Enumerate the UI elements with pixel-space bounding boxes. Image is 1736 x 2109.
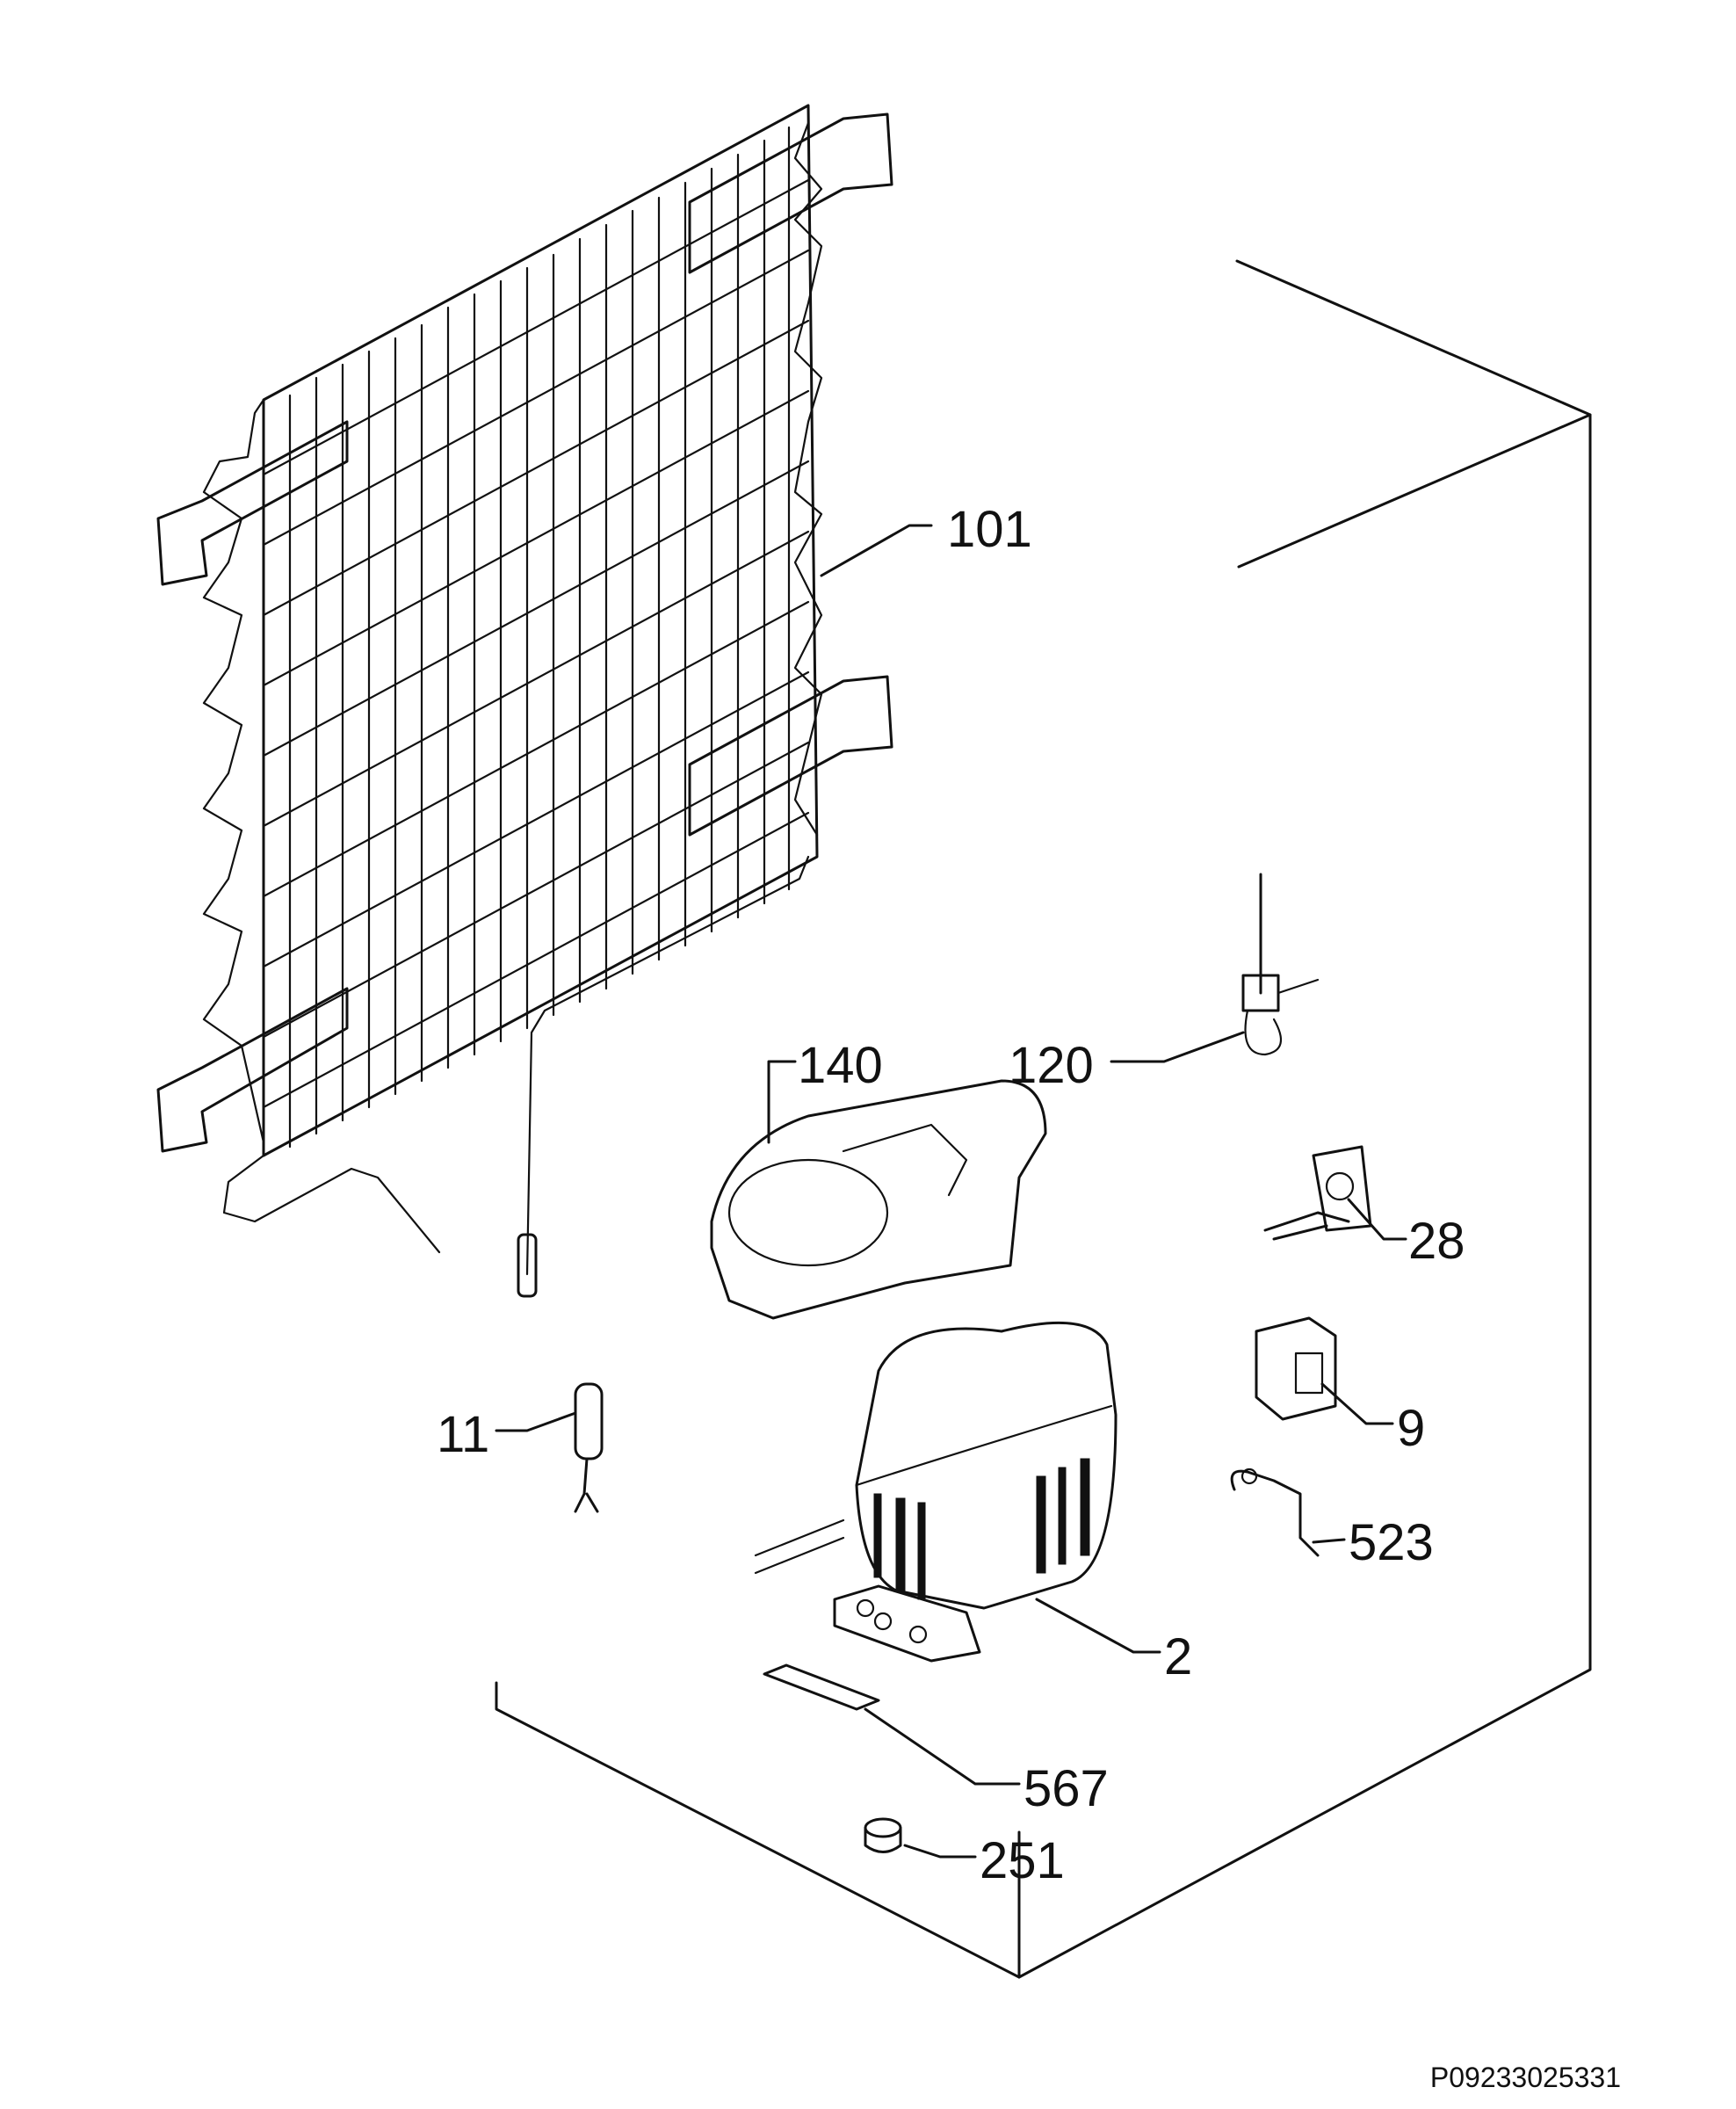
clamp-bracket: [1230, 1468, 1320, 1557]
relay-sensor: [1241, 873, 1320, 1056]
condenser-mounting-brackets: [156, 112, 893, 1153]
leader-lines: [495, 524, 1407, 1859]
label-140: 140: [798, 1037, 883, 1094]
mounting-plate: [763, 1663, 880, 1711]
label-251: 251: [980, 1832, 1065, 1889]
label-101: 101: [947, 501, 1032, 558]
label-120: 120: [1009, 1037, 1094, 1094]
label-9: 9: [1397, 1400, 1425, 1457]
compressor-cover: [710, 1079, 1047, 1320]
label-2: 2: [1164, 1628, 1192, 1685]
compressor-shading: [873, 1458, 1090, 1600]
rubber-grommet: [864, 1817, 902, 1853]
label-523: 523: [1349, 1514, 1434, 1571]
bracket-clip: [1263, 1145, 1372, 1241]
drier-filter: [574, 1382, 604, 1513]
diagram-code: P09233025331: [1430, 2062, 1621, 2093]
label-28: 28: [1408, 1213, 1465, 1270]
label-11: 11: [437, 1406, 489, 1463]
label-567: 567: [1024, 1760, 1109, 1817]
cabinet-outline: [495, 259, 1592, 1979]
condenser: [156, 104, 893, 1276]
compressor: [754, 1321, 1118, 1663]
relay: [1255, 1316, 1337, 1421]
condenser-wire-grid: [262, 126, 810, 1149]
sensor-tube: [517, 1233, 538, 1298]
part-labels: 101 140 120 28 9 523 2 11 567 251: [437, 501, 1465, 1889]
